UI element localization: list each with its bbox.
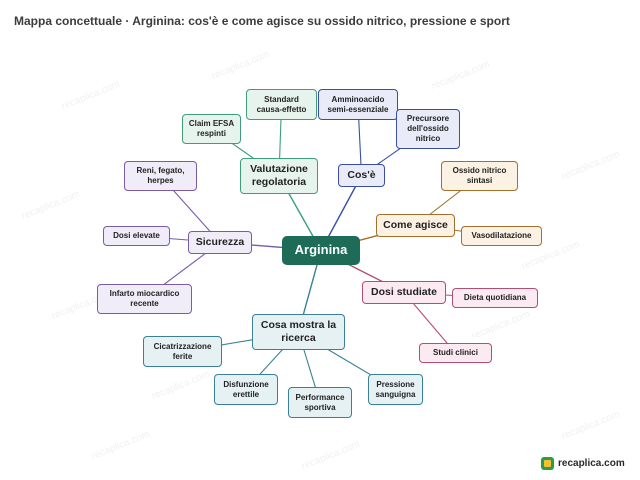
logo-text: recaplica.com	[558, 458, 625, 469]
leaf-vasodilatazione[interactable]: Vasodilatazione	[461, 226, 542, 246]
leaf-ossido-nitrico-sintasi[interactable]: Ossido nitrico sintasi	[441, 161, 518, 191]
leaf-disfunzione-erettile[interactable]: Disfunzione erettile	[214, 374, 278, 405]
branch-dosi-studiate[interactable]: Dosi studiate	[362, 281, 446, 304]
page-title: Mappa concettuale · Arginina: cos'è e co…	[14, 14, 510, 28]
branch-sicurezza[interactable]: Sicurezza	[188, 231, 252, 254]
leaf-cicatrizzazione-ferite[interactable]: Cicatrizzazione ferite	[143, 336, 222, 367]
leaf-studi-clinici[interactable]: Studi clinici	[419, 343, 492, 363]
logo[interactable]: recaplica.com	[541, 457, 625, 470]
leaf-reni-fegato-herpes[interactable]: Reni, fegato, herpes	[124, 161, 197, 191]
branch-valutazione-regolatoria[interactable]: Valutazione regolatoria	[240, 158, 318, 194]
branch-cose[interactable]: Cos'è	[338, 164, 385, 187]
leaf-precursore-ossido-nitrico[interactable]: Precursore dell'ossido nitrico	[396, 109, 460, 149]
branch-cosa-mostra-la-ricerca[interactable]: Cosa mostra la ricerca	[252, 314, 345, 350]
leaf-infarto-miocardico-recente[interactable]: Infarto miocardico recente	[97, 284, 192, 314]
leaf-standard-causa-effetto[interactable]: Standard causa-effetto	[246, 89, 317, 120]
branch-come-agisce[interactable]: Come agisce	[376, 214, 455, 237]
leaf-claim-efsa-respinti[interactable]: Claim EFSA respinti	[182, 114, 241, 144]
leaf-amminoacido-semi-essenziale[interactable]: Amminoacido semi-essenziale	[318, 89, 398, 120]
logo-icon	[541, 457, 554, 470]
leaf-dosi-elevate[interactable]: Dosi elevate	[103, 226, 170, 246]
leaf-performance-sportiva[interactable]: Performance sportiva	[288, 387, 352, 418]
leaf-dieta-quotidiana[interactable]: Dieta quotidiana	[452, 288, 538, 308]
leaf-pressione-sanguigna[interactable]: Pressione sanguigna	[368, 374, 423, 405]
root-node-arginina[interactable]: Arginina	[282, 236, 360, 265]
